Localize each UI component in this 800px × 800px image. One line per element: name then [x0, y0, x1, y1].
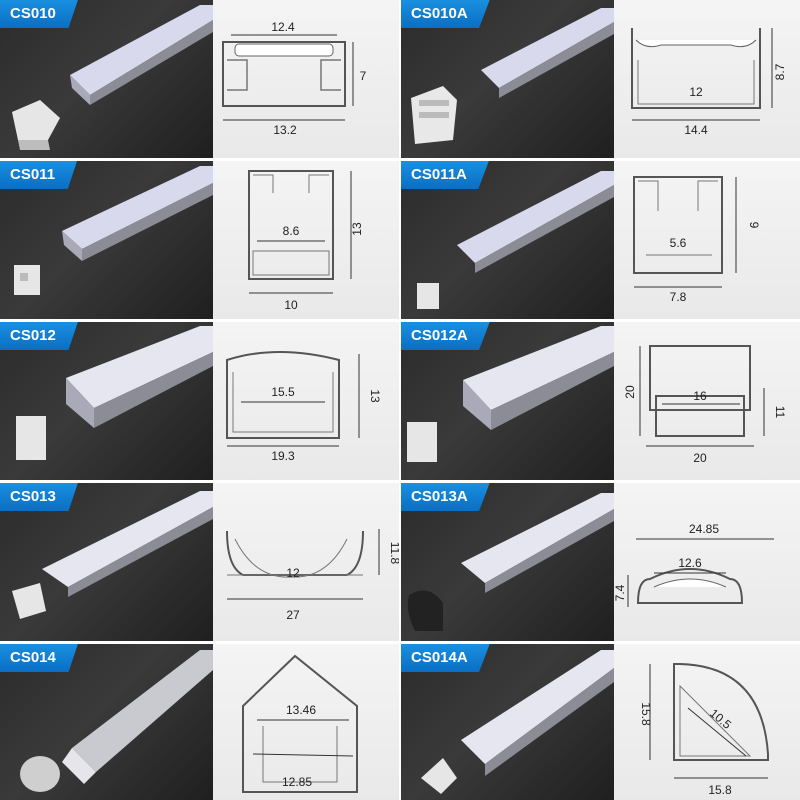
product-cell-cs010a: CS010A 8.7 12 14.4: [401, 0, 800, 160]
dimension-label: 8.6: [283, 224, 300, 238]
product-photo: [401, 161, 614, 319]
product-code-badge: CS012: [0, 322, 78, 350]
profile-drawing: 9 5.6 7.8: [614, 161, 800, 319]
dimension-label: 12.4: [271, 20, 295, 34]
dimension-label: 19.3: [271, 449, 295, 463]
dimension-label: 11: [773, 406, 787, 419]
profile-drawing: 12.4 7 13.2: [213, 0, 400, 158]
product-cell-cs013a: CS013A 24.85 12.6 7.4: [401, 483, 800, 643]
product-code-badge: CS011: [0, 161, 78, 189]
product-code-badge: CS014A: [401, 644, 490, 672]
dimension-label: 9: [747, 222, 761, 229]
profile-drawing: 8.6 13 10: [213, 161, 400, 319]
product-cell-cs014a: CS014A 10.5 15.8 15.8: [401, 644, 800, 800]
dimension-label: 11.8: [388, 542, 400, 565]
profile-drawing: 10.5 15.8 15.8: [614, 644, 800, 800]
dimension-label: 13.2: [273, 123, 297, 137]
dimension-label: 24.85: [689, 522, 719, 536]
product-code-badge: CS010: [0, 0, 78, 28]
profile-drawing: 8.7 12 14.4: [614, 0, 800, 158]
profile-drawing: 20 16 11 20: [614, 322, 800, 480]
dimension-label: 5.6: [670, 236, 687, 250]
grid-divider: [399, 0, 401, 800]
product-cell-cs012: CS012 15.5 13 19.3: [0, 322, 400, 482]
dimension-label: 7.8: [670, 290, 687, 304]
product-cell-cs012a: CS012A 20 16 11 20: [401, 322, 800, 482]
dimension-label: 15.8: [639, 702, 653, 726]
dimension-label: 12: [689, 85, 703, 99]
dimension-label: 15.8: [708, 783, 732, 797]
profile-drawing: 11.8 12 27: [213, 483, 400, 641]
dimension-label: 7: [360, 69, 367, 83]
dimension-label: 14.4: [684, 123, 708, 137]
product-cell-cs013: CS013 11.8 12 27: [0, 483, 400, 643]
dimension-label: 15.5: [271, 385, 295, 399]
dimension-label: 8.7: [773, 63, 787, 80]
product-code-badge: CS011A: [401, 161, 489, 189]
profile-drawing: 15.5 13 19.3: [213, 322, 400, 480]
dimension-label: 13.46: [286, 703, 316, 717]
product-photo: [0, 0, 213, 158]
product-code-badge: CS010A: [401, 0, 490, 28]
dimension-label: 10: [284, 298, 298, 312]
dimension-label: 27: [286, 608, 300, 622]
dimension-label: 20: [623, 385, 637, 399]
product-code-badge: CS012A: [401, 322, 490, 350]
product-photo: [0, 644, 213, 800]
dimension-label: 20: [693, 451, 707, 465]
product-photo: [401, 322, 614, 480]
product-code-badge: CS013A: [401, 483, 490, 511]
profile-drawing: 24.85 12.6 7.4: [614, 483, 800, 641]
product-code-badge: CS014: [0, 644, 78, 672]
product-code-badge: CS013: [0, 483, 78, 511]
dimension-label: 13: [368, 389, 382, 403]
dimension-label: 12.85: [282, 775, 312, 789]
profile-drawing: 13.46 12.85: [213, 644, 400, 800]
dimension-label: 16: [693, 389, 707, 403]
dimension-label: 12: [286, 566, 300, 580]
product-cell-cs011a: CS011A 9 5.6 7.8: [401, 161, 800, 321]
product-cell-cs011: CS011 8.6 13 10: [0, 161, 400, 321]
dimension-label: 10.5: [707, 706, 734, 732]
product-cell-cs014: CS014 13.46 12.85: [0, 644, 400, 800]
product-cell-cs010: CS010 12.4 7 13.2: [0, 0, 400, 160]
dimension-label: 7.4: [614, 584, 627, 601]
dimension-label: 12.6: [678, 556, 702, 570]
dimension-label: 13: [350, 222, 364, 236]
